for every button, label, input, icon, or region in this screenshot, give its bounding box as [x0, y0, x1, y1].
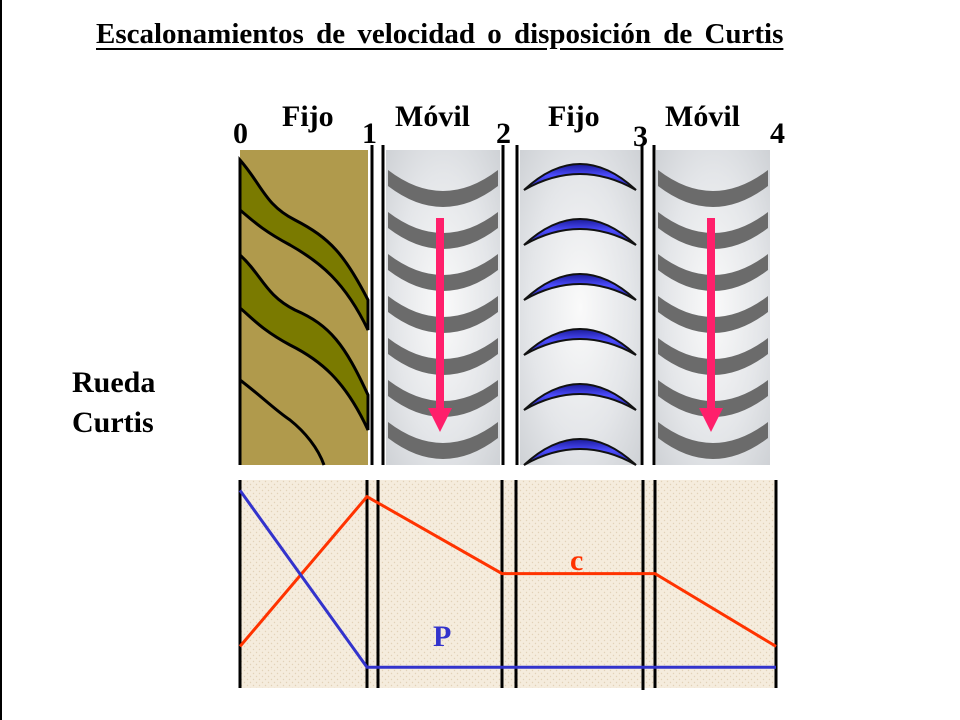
- nozzle-channel-1: [238, 156, 370, 331]
- stage-separators: [370, 145, 656, 465]
- plot-background: [240, 480, 776, 688]
- guide-blade: [523, 383, 637, 411]
- moving-blade: [658, 212, 768, 249]
- moving-blade: [388, 338, 498, 375]
- stage-label-moving-1: Móvil: [395, 100, 470, 133]
- moving-blade: [658, 338, 768, 375]
- nozzle-channel-2: [238, 251, 370, 431]
- guide-blade: [523, 328, 637, 356]
- blade-row-bg: [520, 150, 640, 465]
- pressure-curve: [238, 489, 776, 669]
- fixed-nozzle-stage: [238, 150, 370, 466]
- stage-label-fixed-2: Fijo: [548, 100, 600, 133]
- motion-arrow-1: [428, 218, 452, 432]
- guide-blade: [523, 163, 637, 191]
- section-number-0: 0: [233, 117, 248, 150]
- motion-arrow-2: [699, 218, 723, 432]
- side-label-line2: Curtis: [72, 406, 154, 439]
- side-label-line1: Rueda: [72, 366, 156, 399]
- section-number-2: 2: [496, 117, 511, 150]
- pressure-curve-label: P: [433, 620, 451, 653]
- velocity-curve-label: c: [570, 544, 583, 577]
- profile-plot: c P: [238, 480, 778, 690]
- moving-blade: [658, 296, 768, 333]
- section-number-3: 3: [633, 120, 648, 153]
- moving-blade: [388, 296, 498, 333]
- moving-blade: [388, 170, 498, 207]
- guide-blade: [523, 438, 637, 466]
- moving-blade: [658, 170, 768, 207]
- stage-label-moving-2: Móvil: [665, 100, 740, 133]
- moving-blade: [388, 380, 498, 417]
- velocity-curve: [238, 494, 777, 648]
- plot-lines: [238, 489, 777, 669]
- moving-blade: [388, 212, 498, 249]
- moving-blade: [658, 380, 768, 417]
- moving-blade: [658, 422, 768, 459]
- slide-border: [0, 0, 2, 720]
- guide-blade-row: [520, 150, 640, 466]
- moving-blade: [388, 422, 498, 459]
- moving-blade: [658, 254, 768, 291]
- moving-blade: [388, 254, 498, 291]
- nozzle-blade-line: [239, 378, 326, 466]
- page-title: Escalonamientos de velocidad o disposici…: [96, 18, 784, 50]
- section-number-1: 1: [362, 117, 377, 150]
- guide-blade: [523, 218, 637, 246]
- stage-label-fixed-1: Fijo: [282, 100, 334, 133]
- section-number-4: 4: [770, 117, 785, 150]
- guide-blade: [523, 273, 637, 301]
- side-label: Rueda Curtis: [72, 363, 155, 443]
